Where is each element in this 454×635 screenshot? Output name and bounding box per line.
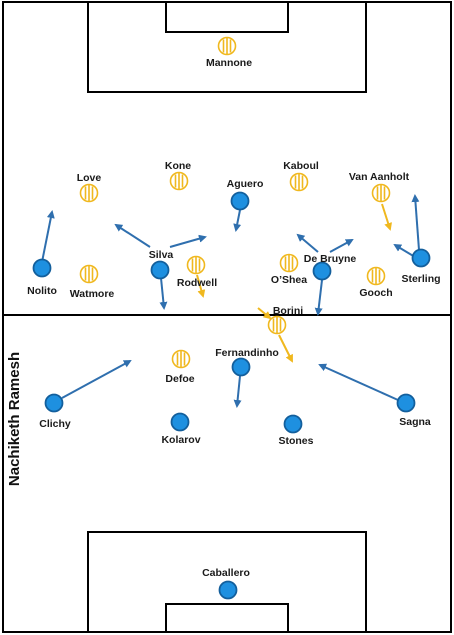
arrow-aguero <box>233 209 242 232</box>
yellow-movement-arrows <box>196 203 392 363</box>
label-sagna: Sagna <box>399 416 431 428</box>
label-de-bruyne: De Bruyne <box>304 253 357 265</box>
label-nolito: Nolito <box>27 285 57 297</box>
label-defoe: Defoe <box>165 373 194 385</box>
player-marker-van-aanholt <box>371 183 391 203</box>
player-marker-rodwell <box>186 255 206 275</box>
player-marker-fernandinho <box>231 357 251 377</box>
player-marker-de-bruyne <box>312 261 332 281</box>
author-credit: Nachiketh Ramesh <box>6 352 23 486</box>
player-marker-kaboul <box>289 172 309 192</box>
arrow-sagna <box>318 363 399 401</box>
player-marker-defoe <box>171 349 191 369</box>
player-marker-nolito <box>32 258 52 278</box>
player-marker-sagna <box>396 393 416 413</box>
player-labels: Mannone Love Kone Kaboul Van Aanholt Agu… <box>27 57 440 579</box>
blue-team <box>32 191 431 600</box>
arrow-rodwell <box>196 274 206 298</box>
arrow-debruyne-down <box>314 279 323 316</box>
arrow-silva-down <box>159 277 168 310</box>
player-marker-clichy <box>44 393 64 413</box>
bottom-six-yard-box <box>165 603 289 633</box>
label-stones: Stones <box>278 435 313 447</box>
player-marker-borini <box>267 315 287 335</box>
blue-movement-arrows <box>41 194 420 408</box>
player-marker-gooch <box>366 266 386 286</box>
label-rodwell: Rodwell <box>177 277 217 289</box>
label-watmore: Watmore <box>70 288 115 300</box>
arrow-silva-left <box>114 223 151 248</box>
arrow-clichy <box>61 360 132 399</box>
arrow-van-aanholt <box>381 203 392 231</box>
label-clichy: Clichy <box>39 418 71 430</box>
arrow-nolito <box>41 210 55 263</box>
label-sterling: Sterling <box>401 273 440 285</box>
player-marker-love <box>79 183 99 203</box>
player-marker-silva <box>150 260 170 280</box>
player-marker-stones <box>283 414 303 434</box>
label-borini: Borini <box>273 305 303 317</box>
player-marker-watmore <box>79 264 99 284</box>
player-marker-oshea <box>279 253 299 273</box>
label-kone: Kone <box>165 160 191 172</box>
label-love: Love <box>77 172 102 184</box>
label-kolarov: Kolarov <box>161 434 200 446</box>
arrow-debruyne-left <box>296 233 319 253</box>
label-gooch: Gooch <box>359 287 392 299</box>
label-aguero: Aguero <box>227 178 264 190</box>
player-marker-aguero <box>230 191 250 211</box>
top-six-yard-box <box>165 1 289 33</box>
player-marker-caballero <box>218 580 238 600</box>
player-marker-sterling <box>411 248 431 268</box>
arrow-sterling-left <box>393 243 416 258</box>
label-van-aanholt: Van Aanholt <box>349 171 410 183</box>
arrow-sterling-up <box>411 194 420 251</box>
label-oshea: O’Shea <box>271 274 307 286</box>
label-caballero: Caballero <box>202 567 250 579</box>
arrow-silva-right <box>169 234 207 248</box>
player-marker-mannone <box>217 36 237 56</box>
arrow-borini-in <box>257 307 272 320</box>
arrow-debruyne-right <box>329 239 354 253</box>
player-marker-kolarov <box>170 412 190 432</box>
label-silva: Silva <box>149 249 174 261</box>
label-fernandinho: Fernandinho <box>215 347 279 359</box>
arrow-fernandinho <box>233 375 242 408</box>
player-marker-kone <box>169 171 189 191</box>
label-kaboul: Kaboul <box>283 160 319 172</box>
label-mannone: Mannone <box>206 57 252 69</box>
arrow-borini-down <box>278 334 293 363</box>
